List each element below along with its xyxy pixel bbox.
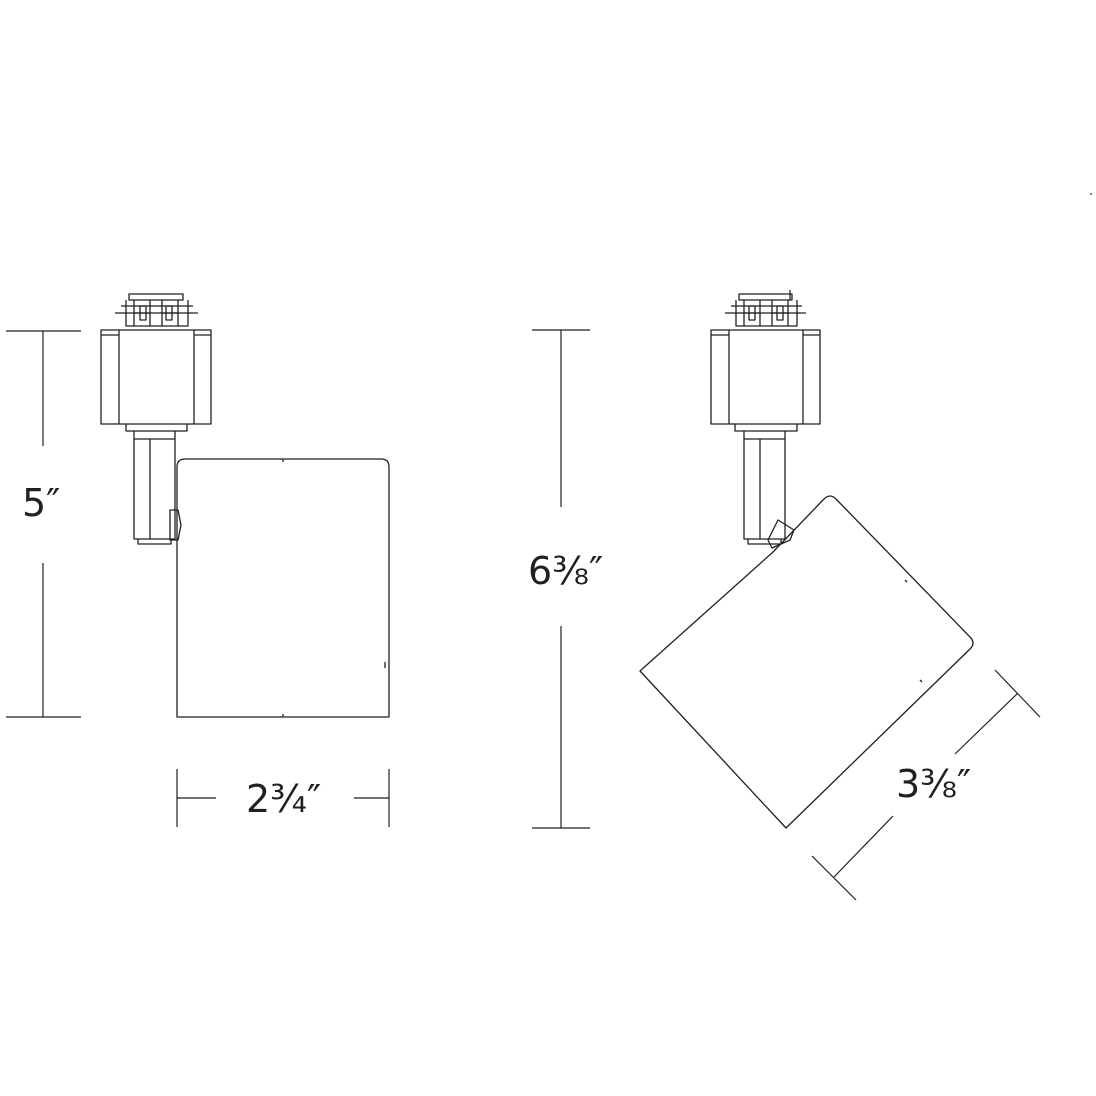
side-lamp-body bbox=[639, 495, 974, 829]
dimension-side-height bbox=[532, 329, 590, 829]
side-view-fixture bbox=[639, 290, 974, 829]
dimension-front-height bbox=[6, 330, 81, 718]
label-front-height: 5″ bbox=[22, 481, 61, 525]
label-side-depth: 3⅜″ bbox=[896, 762, 972, 806]
dimension-front-width bbox=[176, 769, 390, 827]
front-view-fixture bbox=[100, 293, 390, 718]
front-lamp-body bbox=[176, 458, 390, 718]
label-front-width: 2¾″ bbox=[246, 777, 322, 821]
label-side-height: 6⅜″ bbox=[528, 549, 604, 593]
side-track-adapter bbox=[725, 290, 806, 327]
front-stem bbox=[133, 431, 182, 545]
dimension-side-depth bbox=[811, 669, 1041, 901]
side-adapter-housing bbox=[710, 329, 821, 432]
front-adapter-housing bbox=[100, 329, 212, 432]
stray-mark bbox=[1090, 193, 1092, 195]
front-track-adapter bbox=[115, 293, 198, 327]
side-stem bbox=[743, 431, 795, 549]
